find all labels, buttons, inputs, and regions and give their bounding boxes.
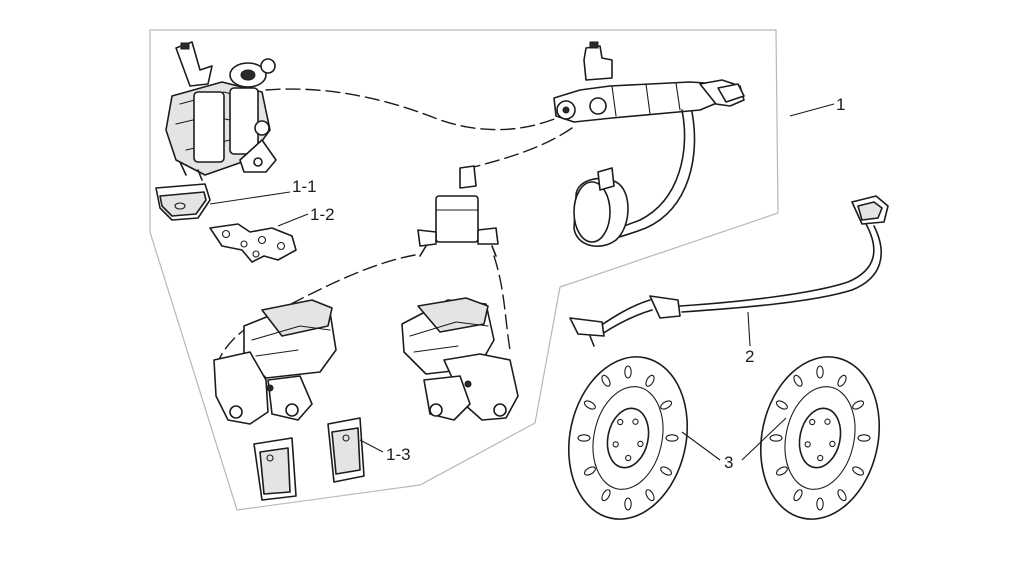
vent-slot	[793, 489, 803, 502]
label-discs: 3	[724, 453, 733, 472]
vent-slot	[645, 489, 655, 502]
bolt-hole	[804, 441, 811, 448]
bolt-hole	[824, 418, 831, 425]
vent-slot	[857, 434, 871, 442]
label-bracket: 1-2	[310, 205, 335, 224]
vent-slot	[816, 365, 824, 379]
vent-slot	[624, 365, 632, 379]
vent-slot	[837, 374, 847, 387]
vent-slot	[624, 497, 632, 511]
label-rear-pads: 1-3	[386, 445, 411, 464]
vent-slot	[601, 374, 611, 387]
disc-vent-holes	[577, 365, 871, 511]
bolt-hole	[632, 418, 639, 425]
front-caliper-icon	[165, 41, 277, 181]
label-pedal: 2	[745, 347, 754, 366]
vent-slot	[852, 400, 865, 410]
bolt-hole	[637, 440, 644, 448]
vent-slot	[769, 434, 783, 442]
bolt-hole	[612, 441, 619, 448]
hose-junction-icon	[417, 165, 499, 257]
front-brake-pad-icon	[155, 183, 211, 221]
vent-slot	[665, 434, 679, 442]
vent-slot	[645, 374, 655, 387]
leader-lines	[209, 103, 835, 461]
vent-slot	[775, 400, 788, 410]
bolt-hole	[817, 454, 824, 462]
vent-slot	[660, 400, 673, 410]
vent-slot	[577, 434, 591, 442]
bolt-hole	[625, 454, 632, 462]
vent-slot	[583, 466, 596, 476]
vent-slot	[775, 466, 788, 476]
label-assembly: 1	[836, 95, 845, 114]
assembly-outline	[149, 29, 779, 511]
label-front-pads: 1-1	[292, 177, 317, 196]
vent-slot	[660, 466, 673, 476]
vent-slot	[816, 497, 824, 511]
rear-caliper-left-icon	[213, 299, 337, 425]
bolt-hole	[829, 440, 836, 448]
caliper-bracket-icon	[209, 223, 297, 263]
brake-pedal-icon	[569, 195, 889, 347]
vent-slot	[583, 400, 596, 410]
vent-slot	[601, 489, 611, 502]
bolt-hole	[617, 418, 624, 426]
brake-disc-left-icon	[567, 356, 689, 520]
rear-caliper-right-icon	[401, 297, 519, 421]
rear-brake-pad-icon	[253, 417, 365, 501]
brake-disc-right-icon	[759, 356, 881, 520]
master-cylinder-icon	[553, 41, 745, 248]
vent-slot	[852, 466, 865, 476]
vent-slot	[793, 374, 803, 387]
vent-slot	[837, 489, 847, 502]
bolt-hole	[809, 418, 816, 426]
